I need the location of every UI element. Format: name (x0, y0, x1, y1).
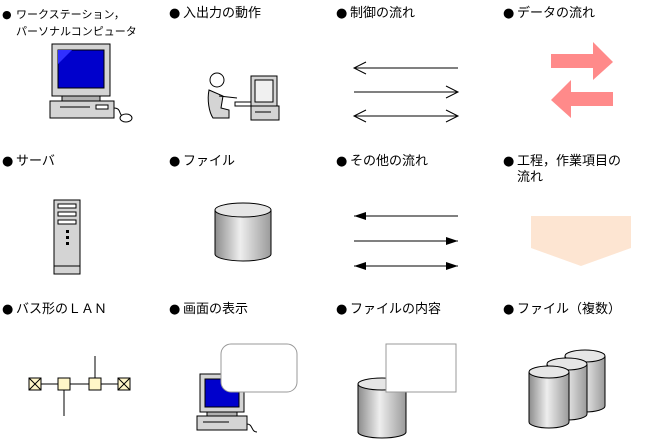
mouse-icon (113, 107, 133, 123)
bullet-icon: ● (169, 154, 181, 169)
node-icon (57, 377, 71, 391)
workstation-icon (49, 43, 133, 123)
contents-sheet-icon (385, 343, 457, 393)
process-pentagon-icon (531, 216, 631, 266)
data-arrow-left-icon (551, 80, 613, 118)
server-icon (53, 199, 81, 275)
screen-display-icon (196, 343, 298, 433)
label-workstation: ワークステーション， (16, 8, 125, 21)
bullet-icon: ● (503, 154, 515, 169)
label-files-multiple: ファイル（複数） (517, 302, 622, 317)
bullet-icon: ● (2, 154, 14, 169)
screen-balloon-icon (220, 343, 298, 393)
bullet-icon: ● (336, 6, 348, 21)
legend-server: ●サーバ (0, 148, 167, 296)
legend-workstation: ● ワークステーション， パーソナルコンピュータ (0, 0, 167, 148)
operator-at-terminal-icon (207, 72, 280, 121)
label-workstation-line2: パーソナルコンピュータ (16, 25, 137, 38)
arrow-right-icon (446, 237, 458, 245)
bullet-icon: ● (503, 6, 515, 21)
legend-io-operation: ●入出力の動作 (167, 0, 334, 148)
label-process-line2: 流れ (517, 170, 544, 185)
monitor-icon (51, 43, 111, 102)
bullet-icon: ● (169, 302, 181, 317)
label-process: 工程，作業項目の (517, 154, 622, 169)
legend-multiple-files: ●ファイル（複数） (501, 296, 668, 444)
legend-data-flow: ●データの流れ (501, 0, 668, 148)
label-bus-lan: バス形のＬＡＮ (16, 302, 108, 317)
bus-lan-icon (28, 356, 131, 416)
arrow-left-icon (354, 212, 366, 220)
file-cylinder-icon (528, 365, 570, 429)
label-io: 入出力の動作 (183, 6, 262, 21)
label-file-contents: ファイルの内容 (350, 302, 442, 317)
legend-file: ●ファイル (167, 148, 334, 296)
bullet-icon: ● (2, 8, 12, 21)
person-icon (207, 72, 238, 119)
legend-control-flow: ●制御の流れ (334, 0, 501, 148)
data-arrow-right-icon (551, 42, 613, 80)
bullet-icon: ● (169, 6, 181, 21)
multiple-files-icon (528, 349, 606, 429)
bullet-icon: ● (336, 154, 348, 169)
terminator-icon (28, 377, 42, 391)
node-icon (88, 377, 102, 391)
label-file: ファイル (183, 154, 236, 169)
label-other-flow: その他の流れ (350, 154, 429, 169)
bullet-icon: ● (503, 302, 515, 317)
data-flow-arrows-icon (551, 42, 613, 118)
control-flow-arrows-icon (352, 61, 460, 123)
file-cylinder-icon (214, 202, 272, 262)
legend-file-contents: ●ファイルの内容 (334, 296, 501, 444)
other-flow-arrows-icon (354, 212, 458, 270)
bullet-icon: ● (2, 302, 14, 317)
label-screen: 画面の表示 (183, 302, 249, 317)
file-contents-icon (357, 343, 457, 439)
legend-other-flow: ●その他の流れ (334, 148, 501, 296)
label-server: サーバ (16, 154, 55, 169)
arrow-both-icon (354, 262, 366, 270)
legend-process-flow: ●工程，作業項目の 流れ (501, 148, 668, 296)
bullet-icon: ● (336, 302, 348, 317)
legend-bus-lan: ●バス形のＬＡＮ (0, 296, 167, 444)
label-control-flow: 制御の流れ (350, 6, 416, 21)
label-data-flow: データの流れ (517, 6, 596, 21)
legend-screen-display: ●画面の表示 (167, 296, 334, 444)
terminal-icon (234, 75, 280, 121)
pc-base-icon (49, 100, 115, 119)
terminator-icon (117, 377, 131, 391)
